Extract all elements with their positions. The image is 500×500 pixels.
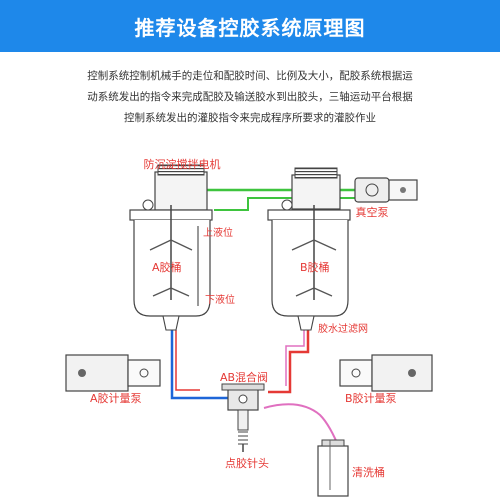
lower-level-label: 下液位 (205, 293, 235, 306)
pump-a-label: A胶计量泵 (90, 391, 142, 405)
stirring-motor-b (291, 174, 341, 210)
dispensing-needle (237, 409, 249, 452)
pump-b-label: B胶计量泵 (345, 391, 397, 405)
cleaning-line (263, 403, 341, 451)
a-glue-lines (170, 330, 232, 400)
description-line: 控制系统发出的灌胶指令来完成程序所要求的灌胶作业 (124, 112, 376, 124)
tank-b (267, 167, 351, 331)
cleaning-tank (317, 439, 349, 497)
vacuum-pump (354, 177, 418, 203)
gauge-icon (142, 199, 154, 211)
vacuum-pump-label: 真空泵 (356, 205, 389, 219)
filter-label: 胶水过滤网 (318, 322, 368, 335)
mixing-valve-label: AB混合阀 (220, 370, 268, 384)
motor-label: 防沉淀搅拌电机 (144, 157, 221, 171)
tank-b-label: B胶桶 (300, 260, 330, 274)
page-title: 推荐设备控胶系统原理图 (134, 15, 366, 40)
description-line: 动系统发出的指令来完成配胶及输送胶水到出胶头，三轴运动平台根据 (87, 91, 413, 103)
mixing-valve (221, 383, 265, 411)
tank-a-label: A胶桶 (152, 260, 182, 274)
a-metering-pump (65, 354, 161, 392)
cleaning-tank-label: 清洗桶 (352, 465, 385, 479)
needle-label: 点胶针头 (225, 456, 269, 470)
description: 控制系统控制机械手的走位和配胶时间、比例及大小，配胶系统根据运 动系统发出的指令… (58, 66, 442, 129)
description-line: 控制系统控制机械手的走位和配胶时间、比例及大小，配胶系统根据运 (87, 70, 413, 82)
stirring-motor-a (154, 171, 208, 211)
gauge-icon (281, 199, 293, 211)
page-header: 推荐设备控胶系统原理图 (0, 0, 500, 52)
b-metering-pump (339, 354, 433, 392)
b-glue-lines (268, 330, 310, 394)
upper-level-label: 上液位 (203, 226, 233, 239)
tank-a (129, 164, 213, 331)
